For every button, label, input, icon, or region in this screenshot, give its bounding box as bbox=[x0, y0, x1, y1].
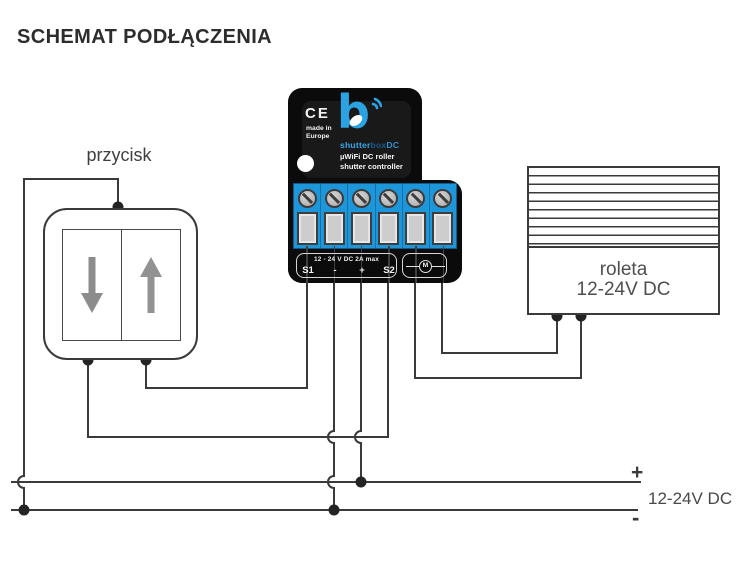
power-supply-label: 12-24V DC bbox=[648, 489, 733, 508]
shutter-label: roleta 12-24V DC bbox=[529, 260, 718, 300]
screw-icon bbox=[433, 189, 453, 208]
screw-icon bbox=[297, 189, 317, 208]
terminal-motor-b bbox=[430, 184, 456, 248]
motor-icon bbox=[406, 265, 419, 267]
roller-shutter: roleta 12-24V DC bbox=[527, 166, 720, 315]
wire-slot bbox=[296, 212, 318, 245]
power-minus-label: - bbox=[632, 505, 640, 530]
screw-icon bbox=[406, 189, 426, 208]
switch-label: przycisk bbox=[86, 145, 152, 165]
wall-switch-buttons bbox=[61, 228, 181, 341]
switch-up-button bbox=[120, 229, 180, 340]
terminal-label-minus: - bbox=[333, 265, 337, 276]
wall-switch bbox=[43, 208, 198, 360]
wire-motor-b bbox=[441, 283, 558, 354]
wire-slot bbox=[405, 212, 427, 245]
terminal-s2 bbox=[376, 184, 403, 248]
wire-slot bbox=[323, 212, 345, 245]
logo-b-glyph: b bbox=[337, 85, 370, 139]
shutter-slats bbox=[529, 168, 718, 246]
screw-icon bbox=[351, 189, 371, 208]
junction-dot bbox=[355, 476, 367, 488]
wifi-waves-icon bbox=[371, 97, 382, 110]
terminal-plus bbox=[348, 184, 376, 248]
device-subtitle-1: µWiFi DC roller bbox=[340, 152, 395, 161]
junction-dot bbox=[328, 504, 340, 516]
motor-icon: M bbox=[419, 259, 432, 273]
power-plus-label: + bbox=[631, 461, 644, 484]
terminal-s1 bbox=[294, 184, 322, 248]
brand-dc: DC bbox=[386, 140, 400, 150]
internal-wire bbox=[388, 246, 390, 283]
wire-plus bbox=[354, 283, 362, 482]
terminal-label-s2: S2 bbox=[383, 265, 395, 276]
wire-s1 bbox=[145, 283, 308, 389]
page-title: SCHEMAT PODŁĄCZENIA bbox=[17, 26, 273, 48]
terminal-minus bbox=[321, 184, 349, 248]
switch-down-button bbox=[63, 230, 121, 340]
wire-slot bbox=[432, 212, 454, 245]
wire-slot bbox=[350, 212, 372, 245]
ce-mark: CE bbox=[305, 105, 330, 122]
brand-name: shutterboxDC bbox=[340, 140, 399, 150]
shutterbox-logo: b bbox=[337, 89, 383, 143]
wire-s2 bbox=[87, 283, 389, 438]
wire-slot bbox=[378, 212, 400, 245]
brand-shutter: shutter bbox=[340, 140, 371, 150]
terminal-label-s1: S1 bbox=[302, 265, 314, 276]
wire-motor-a bbox=[414, 283, 582, 379]
shutter-label-line1: roleta bbox=[599, 259, 648, 280]
screw-icon bbox=[379, 189, 399, 208]
down-arrow-icon bbox=[80, 256, 103, 313]
motor-icon bbox=[432, 265, 445, 267]
device-button-led bbox=[297, 155, 314, 172]
shutter-label-line2: 12-24V DC bbox=[576, 279, 671, 300]
terminal-label-plus: + bbox=[359, 265, 365, 276]
terminal-block bbox=[293, 183, 457, 249]
shutterbox-device: CE made in Europe b shutterboxDC µWiFi D… bbox=[288, 88, 462, 283]
wire-switch-common bbox=[17, 178, 119, 510]
internal-wire bbox=[333, 246, 335, 283]
internal-wire bbox=[360, 246, 363, 283]
brand-box: box bbox=[370, 140, 387, 150]
internal-wire bbox=[415, 246, 417, 283]
made-in-europe-label: made in Europe bbox=[306, 125, 332, 140]
ratings-legend-box: 12 - 24 V DC 2A max S1 - + S2 bbox=[296, 253, 397, 278]
ratings-label: 12 - 24 V DC 2A max bbox=[313, 256, 379, 263]
motor-legend-box: M bbox=[402, 253, 447, 278]
internal-wire bbox=[442, 246, 444, 283]
internal-wire bbox=[306, 246, 308, 283]
screw-icon bbox=[324, 189, 344, 208]
terminal-motor-a bbox=[403, 184, 430, 248]
wire-minus bbox=[327, 283, 335, 510]
device-subtitle-2: shutter controller bbox=[340, 162, 403, 171]
up-arrow-icon bbox=[139, 256, 162, 313]
shutter-slats-divider bbox=[529, 246, 718, 248]
junction-dot bbox=[18, 504, 30, 516]
